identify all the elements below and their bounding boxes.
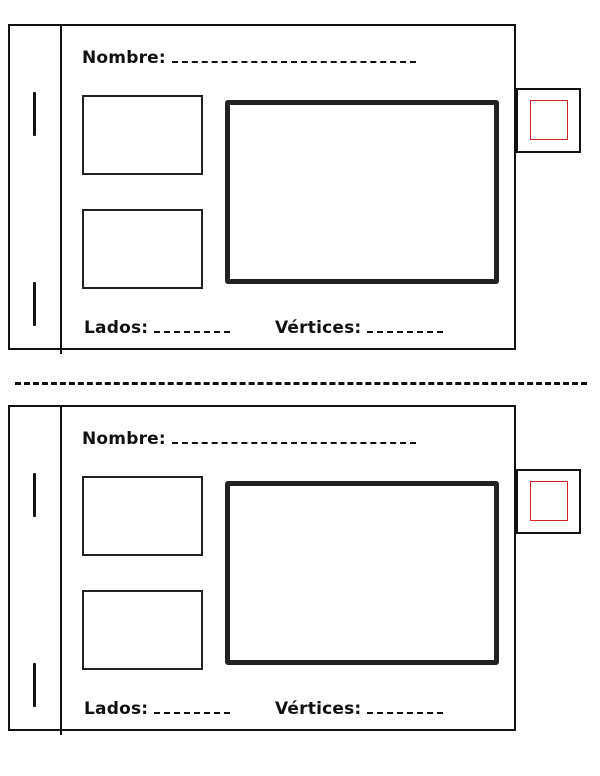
nombre-label: Nombre: bbox=[82, 429, 166, 449]
nombre-blank-line[interactable] bbox=[171, 430, 416, 444]
binding-mark bbox=[33, 92, 36, 136]
vertices-label: Vértices: bbox=[275, 318, 362, 338]
vertices-field: Vértices: bbox=[275, 699, 444, 719]
small-drawing-box[interactable] bbox=[82, 209, 203, 289]
lados-label: Lados: bbox=[84, 699, 149, 719]
fold-tab-top[interactable] bbox=[516, 88, 581, 153]
vertices-label: Vértices: bbox=[275, 699, 362, 719]
lados-field: Lados: bbox=[84, 699, 231, 719]
lados-label: Lados: bbox=[84, 318, 149, 338]
binding-mark bbox=[33, 282, 36, 326]
shape-card-top: Nombre: Lados: Vértices: bbox=[8, 24, 516, 354]
small-drawing-box[interactable] bbox=[82, 95, 203, 175]
lados-blank-line[interactable] bbox=[154, 700, 231, 714]
binding-mark bbox=[33, 473, 36, 517]
nombre-field: Nombre: bbox=[82, 48, 416, 68]
small-drawing-box[interactable] bbox=[82, 590, 203, 670]
fold-tab-bottom[interactable] bbox=[516, 469, 581, 534]
lados-field: Lados: bbox=[84, 318, 231, 338]
tab-square-outline bbox=[530, 481, 568, 521]
nombre-blank-line[interactable] bbox=[171, 49, 416, 63]
large-drawing-box[interactable] bbox=[225, 100, 499, 284]
vertices-blank-line[interactable] bbox=[367, 700, 444, 714]
binding-mark bbox=[33, 663, 36, 707]
large-drawing-box[interactable] bbox=[225, 481, 499, 665]
nombre-label: Nombre: bbox=[82, 48, 166, 68]
tab-square-outline bbox=[530, 100, 568, 140]
small-drawing-box[interactable] bbox=[82, 476, 203, 556]
vertices-field: Vértices: bbox=[275, 318, 444, 338]
nombre-field: Nombre: bbox=[82, 429, 416, 449]
vertices-blank-line[interactable] bbox=[367, 319, 444, 333]
lados-blank-line[interactable] bbox=[154, 319, 231, 333]
card-spine-line bbox=[60, 405, 62, 735]
shape-card-bottom: Nombre: Lados: Vértices: bbox=[8, 405, 516, 735]
cut-dashed-line bbox=[15, 382, 587, 385]
card-spine-line bbox=[60, 24, 62, 354]
